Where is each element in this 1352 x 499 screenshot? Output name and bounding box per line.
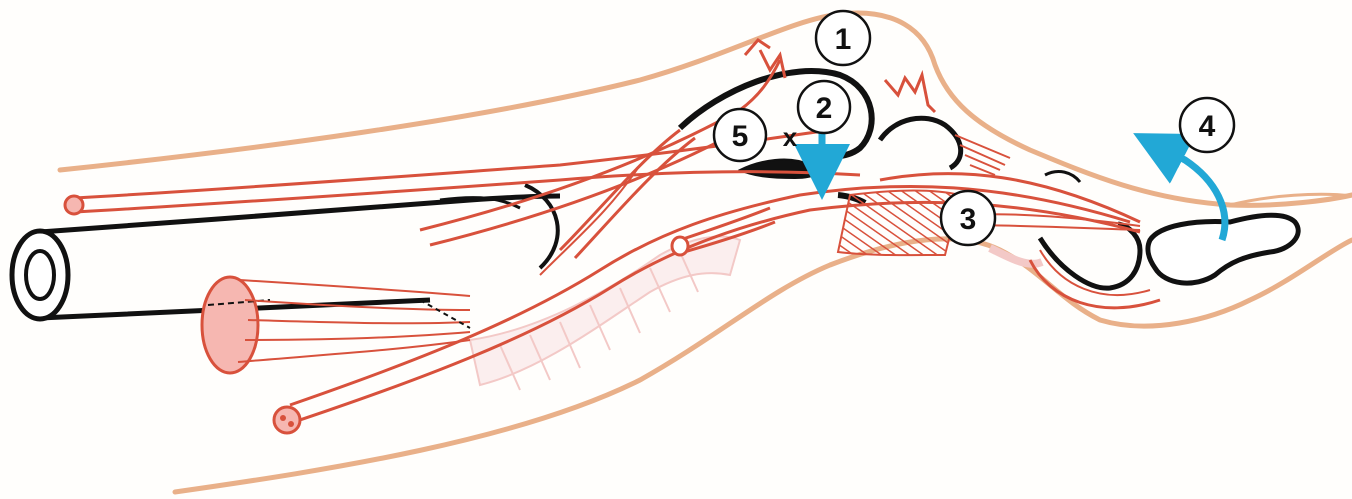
marker-5-label: 5 [732, 120, 749, 153]
marker-5: 5 [714, 109, 766, 161]
marker-3-label: 3 [960, 203, 977, 236]
marker-4-label: 4 [1199, 110, 1216, 143]
distal-condyle [1040, 224, 1140, 288]
marker-2: 2 [798, 81, 850, 133]
x-symbol: x [783, 122, 798, 152]
marker-3: 3 [941, 191, 995, 245]
marker-1: 1 [816, 11, 870, 65]
frayed-tendon [885, 75, 935, 112]
marker-1-label: 1 [835, 23, 852, 56]
condyle-notch [1045, 171, 1080, 182]
cut-muscle [202, 277, 470, 373]
marker-2-label: 2 [816, 92, 833, 125]
marker-4: 4 [1180, 98, 1234, 152]
capsule-strands [955, 135, 1010, 175]
tendon-sheath [470, 236, 740, 390]
distal-sheath [990, 248, 1042, 264]
flexor-tendon [274, 186, 1140, 433]
